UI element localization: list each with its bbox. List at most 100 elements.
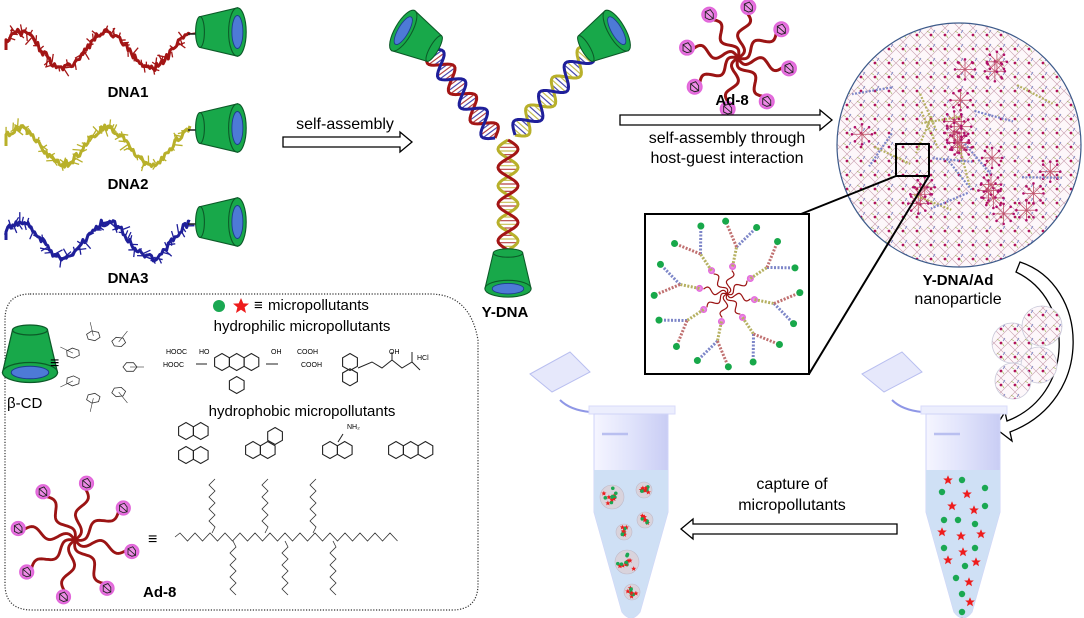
benzene-ring xyxy=(244,354,259,371)
capture-label-line1: capture of xyxy=(756,476,827,494)
nanoparticle-subtitle: nanoparticle xyxy=(914,291,1001,309)
beta-cd-cone-icon xyxy=(796,289,803,296)
benzene-ring xyxy=(418,442,433,459)
benzene-ring xyxy=(246,442,261,459)
benzene-ring xyxy=(215,354,230,371)
legend-box xyxy=(3,294,479,610)
beta-cd-cone-icon xyxy=(694,357,701,364)
chem-nh2: NH₂ xyxy=(347,424,360,431)
mini-star xyxy=(1039,160,1062,183)
tube-hinge xyxy=(892,400,922,412)
green-dot-pollutant xyxy=(953,575,959,581)
tube-hinge xyxy=(560,400,590,412)
benzene-ring xyxy=(343,354,358,371)
green-dot-pollutant xyxy=(982,503,988,509)
loaded-nanoparticle xyxy=(616,524,632,540)
dna-strand-1 xyxy=(6,24,197,76)
mini-star xyxy=(1022,182,1045,205)
peg-arm xyxy=(62,540,75,591)
peg-branch-down xyxy=(282,541,288,595)
green-dot-pollutant xyxy=(939,489,945,495)
chem-hcl: HCl xyxy=(417,355,429,362)
hydrophilic-title: hydrophilic micropollutants xyxy=(214,318,391,335)
glucose-unit xyxy=(67,376,80,386)
y-dna-arm-right xyxy=(513,47,594,136)
calcein-structure xyxy=(196,354,278,394)
benzene-ring xyxy=(179,447,194,464)
benzene-ring xyxy=(179,423,194,440)
beta-cd-cone-icon xyxy=(725,363,732,370)
beta-cd-structure xyxy=(60,322,144,412)
beta-cd-cone-icon xyxy=(651,292,658,299)
benzene-ring xyxy=(193,423,208,440)
green-dot-pollutant xyxy=(962,563,968,569)
green-dot-pollutant xyxy=(982,485,988,491)
benzene-ring xyxy=(403,442,418,459)
beta-cd-cone-icon xyxy=(673,343,680,350)
capture-arrow xyxy=(681,519,897,539)
beta-cd-cone-icon xyxy=(776,341,783,348)
y-dna-arm-left xyxy=(427,49,499,138)
loaded-nanoparticle xyxy=(600,485,624,509)
loaded-nanoparticle xyxy=(624,584,640,600)
chem-oh-2: OH xyxy=(389,349,400,356)
mini-star xyxy=(943,122,966,145)
mini-star xyxy=(851,123,874,146)
loaded-nanoparticle xyxy=(615,550,639,574)
green-dot-pollutant xyxy=(972,521,978,527)
beta-cd-cone-icon xyxy=(697,222,704,229)
tube-free-micropollutants xyxy=(862,352,1007,618)
ad8-legend-star xyxy=(11,476,140,605)
tube-lid xyxy=(862,352,922,392)
peg-arm xyxy=(75,489,88,540)
tube-lid xyxy=(530,352,590,392)
beta-cd-cone-icon xyxy=(790,320,797,327)
capture-label-line2: micropollutants xyxy=(738,497,846,515)
benzene-ring xyxy=(343,369,358,386)
perylene-structure xyxy=(179,423,209,464)
beta-cd-cone-icon xyxy=(753,224,760,231)
green-dot-pollutant xyxy=(955,517,961,523)
beta-cd-cone-icon xyxy=(196,104,247,152)
peg-branch-up xyxy=(209,479,215,533)
beta-cd-cone-icon xyxy=(792,264,799,271)
beta-cd-cone-icon xyxy=(3,325,58,383)
loaded-nanoparticle xyxy=(637,512,653,528)
benzene-ring xyxy=(260,442,275,459)
dna3-label: DNA3 xyxy=(108,270,149,287)
backbone-chain xyxy=(175,533,398,541)
peg-branch-down xyxy=(330,541,336,595)
green-dot-pollutant xyxy=(972,545,978,551)
benzene-ring xyxy=(229,377,244,394)
green-dot-pollutant xyxy=(941,517,947,523)
mini-star xyxy=(946,131,969,154)
naphthylamine-structure xyxy=(323,434,353,459)
chem-oh-1: OH xyxy=(271,349,282,356)
red-star-symbol xyxy=(233,298,249,313)
beta-cd-cone-icon xyxy=(655,317,662,324)
beta-cd-cone-icon xyxy=(722,218,729,225)
beta-cd-cone-icon xyxy=(774,238,781,245)
mini-star xyxy=(954,58,977,81)
y-dna-ad-nanoparticle xyxy=(837,23,1081,267)
phenanthrene-structure xyxy=(246,428,283,459)
benzene-ring xyxy=(268,428,283,445)
mini-star xyxy=(949,89,972,112)
chem-cooh-2: COOH xyxy=(301,362,322,369)
benzene-ring xyxy=(337,442,352,459)
y-dna-stem xyxy=(498,140,518,250)
legend-equiv-3: ≡ xyxy=(148,531,157,549)
peg-arm xyxy=(24,527,75,540)
glucose-unit xyxy=(67,348,80,358)
tube-rim xyxy=(589,406,675,414)
propranolol-structure xyxy=(343,352,420,386)
benzene-ring xyxy=(193,447,208,464)
chem-hooc-1: HOOC xyxy=(166,349,187,356)
ad8-star-icon xyxy=(11,476,140,605)
legend-equiv-1: ≡ xyxy=(254,297,263,314)
mini-star xyxy=(986,50,1009,73)
dna2-label: DNA2 xyxy=(108,176,149,193)
peg-branch-up xyxy=(310,479,316,533)
beta-cd-cone-icon xyxy=(485,249,531,297)
